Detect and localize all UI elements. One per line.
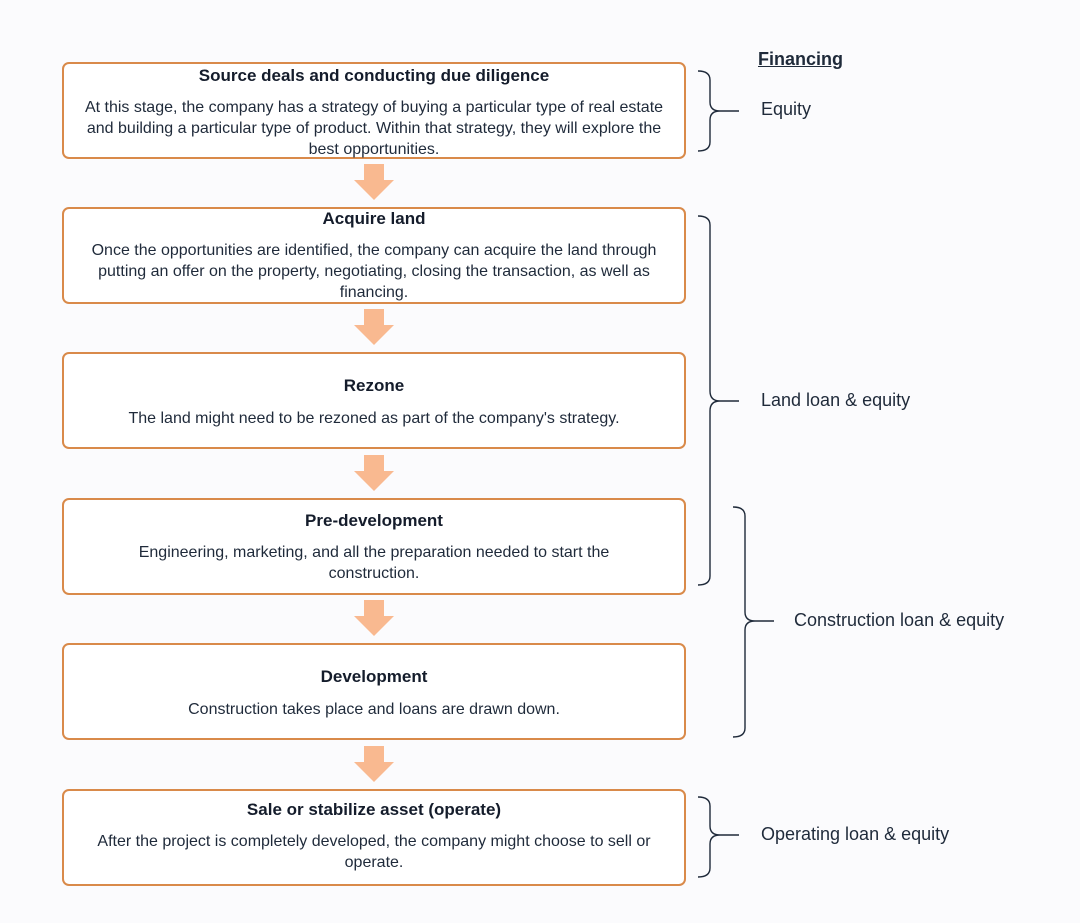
step-description: At this stage, the company has a strateg… bbox=[84, 99, 664, 158]
step-title: Sale or stabilize asset (operate) bbox=[246, 800, 502, 819]
step-pre-development: Pre-development Engineering, marketing, … bbox=[62, 498, 686, 595]
step-rezone: Rezone The land might need to be rezoned… bbox=[62, 352, 686, 449]
financing-label-construction-loan: Construction loan & equity bbox=[794, 610, 1005, 630]
land-loan-brace bbox=[697, 215, 739, 586]
step-title: Development bbox=[320, 667, 428, 686]
down-arrow-icon bbox=[354, 746, 394, 782]
step-title: Acquire land bbox=[322, 209, 426, 228]
operating-loan-brace bbox=[697, 796, 739, 878]
step-development: Development Construction takes place and… bbox=[62, 643, 686, 740]
financing-label-equity: Equity bbox=[761, 99, 812, 119]
financing-header: Financing bbox=[758, 49, 843, 69]
down-arrow-icon bbox=[354, 164, 394, 200]
down-arrow-icon bbox=[354, 455, 394, 491]
financing-label-land-loan: Land loan & equity bbox=[761, 390, 911, 410]
down-arrow-icon bbox=[354, 309, 394, 345]
step-sale-or-stabilize: Sale or stabilize asset (operate) After … bbox=[62, 789, 686, 886]
step-title: Rezone bbox=[343, 376, 405, 395]
step-description: Engineering, marketing, and all the prep… bbox=[138, 544, 610, 582]
step-description: After the project is completely develope… bbox=[97, 833, 651, 871]
step-title: Source deals and conducting due diligenc… bbox=[198, 66, 550, 85]
equity-brace bbox=[697, 70, 739, 152]
step-acquire-land: Acquire land Once the opportunities are … bbox=[62, 207, 686, 304]
down-arrow-icon bbox=[354, 600, 394, 636]
step-source-deals: Source deals and conducting due diligenc… bbox=[62, 62, 686, 159]
construction-loan-brace bbox=[732, 506, 774, 738]
step-description: Construction takes place and loans are d… bbox=[188, 701, 560, 718]
step-description: Once the opportunities are identified, t… bbox=[91, 242, 657, 301]
step-description: The land might need to be rezoned as par… bbox=[128, 410, 620, 427]
step-title: Pre-development bbox=[305, 511, 443, 530]
financing-label-operating-loan: Operating loan & equity bbox=[761, 824, 950, 844]
